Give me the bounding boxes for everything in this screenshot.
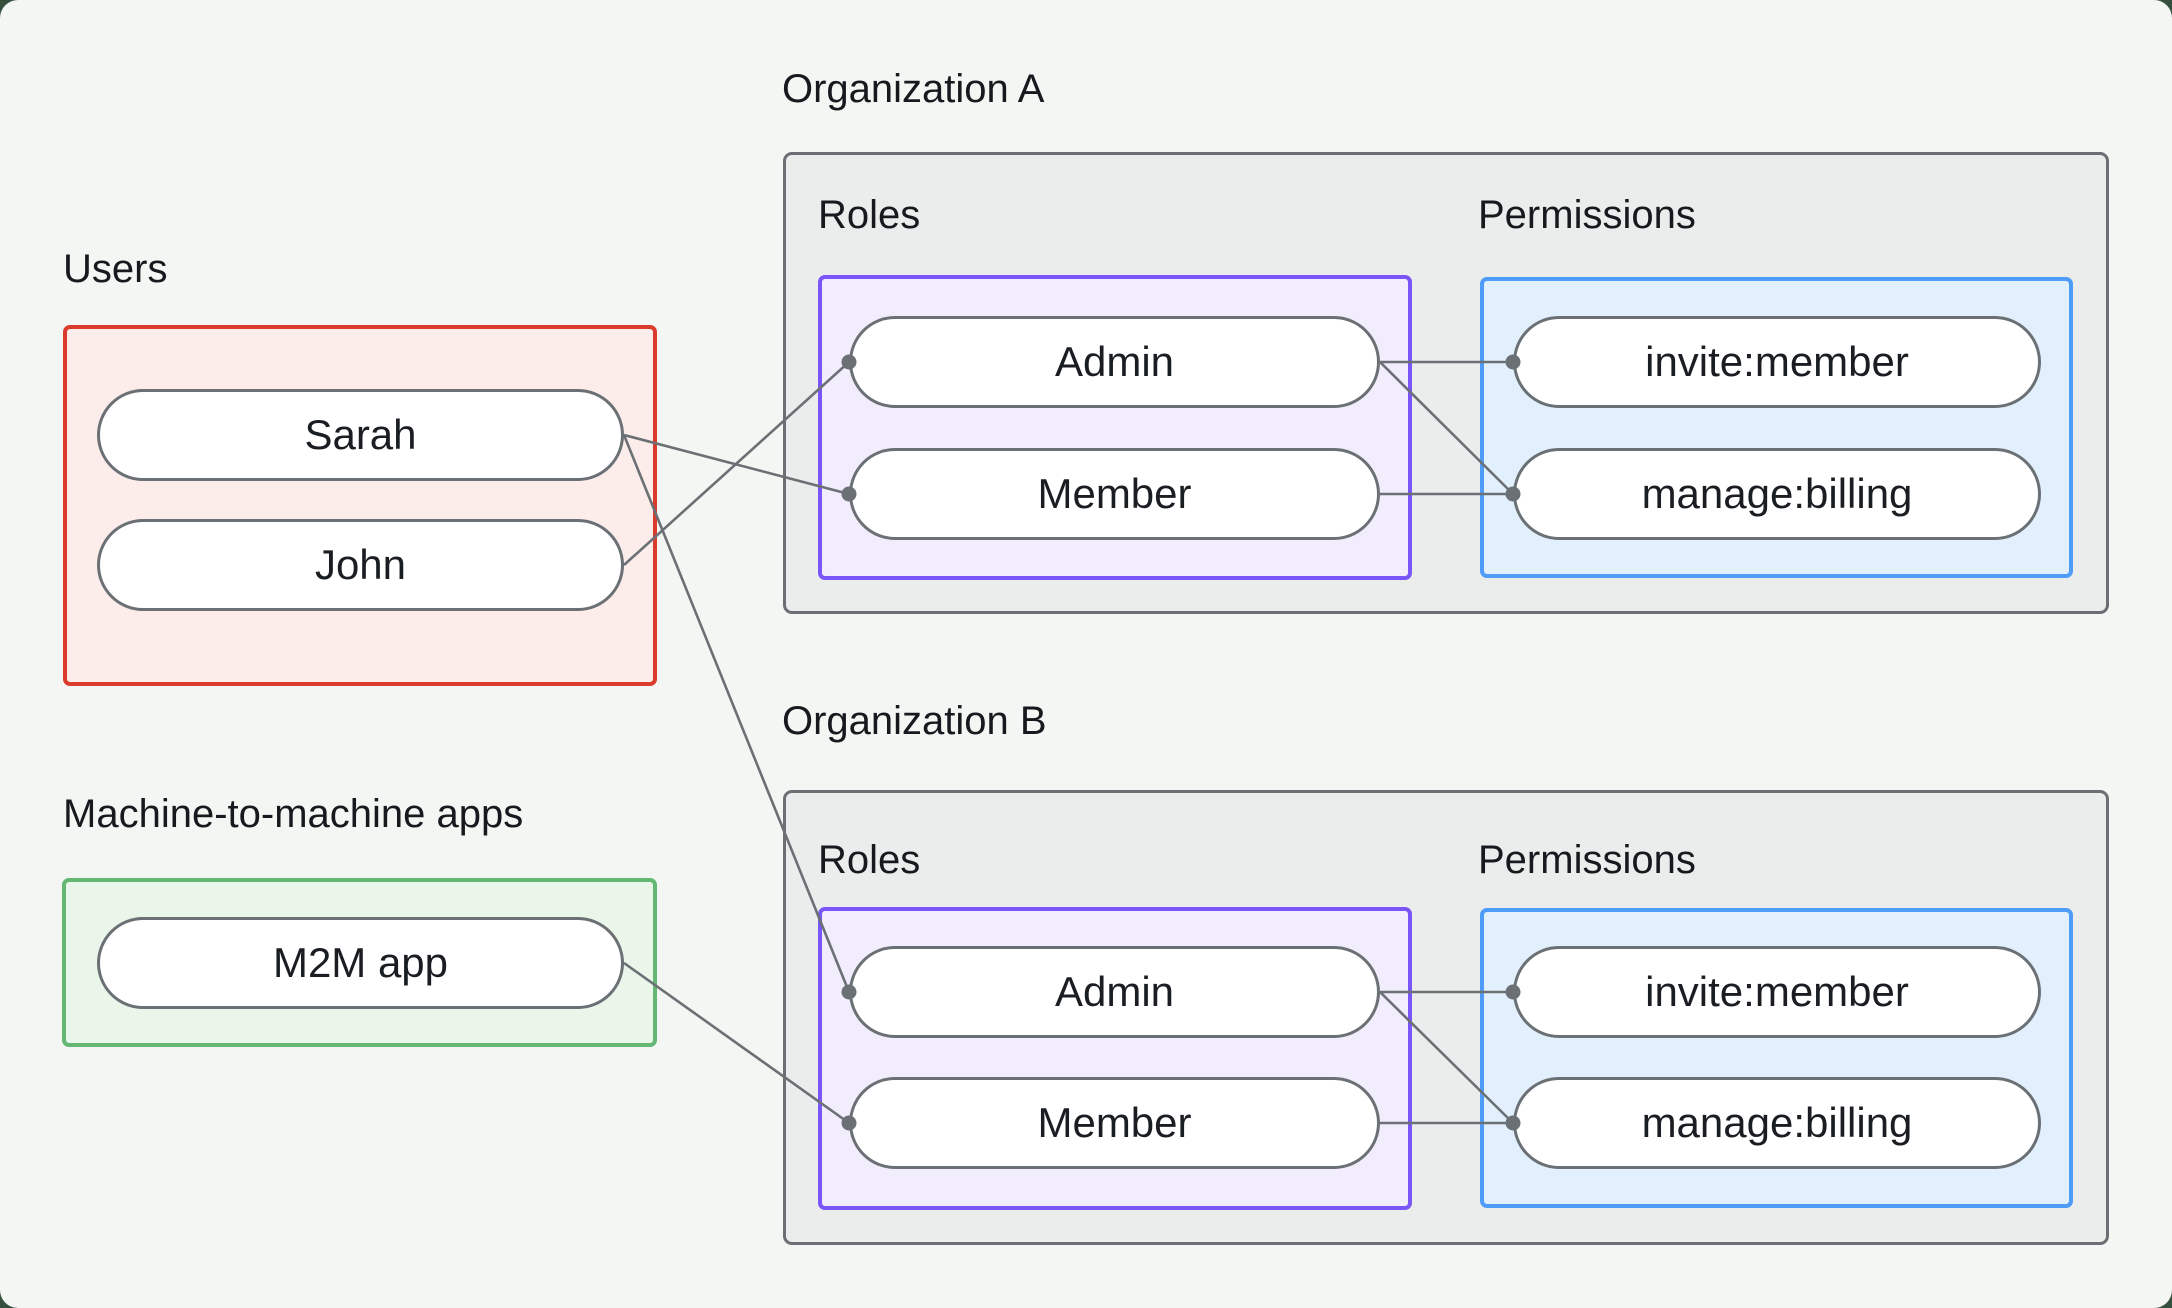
m2m-app-node-label: M2M app: [272, 939, 449, 986]
users-group-box: [63, 325, 657, 686]
org-a-role-admin-label: Admin: [1054, 338, 1175, 385]
user-node-john: John: [97, 519, 624, 611]
users-label: Users: [63, 247, 168, 291]
org-a-permission-manage-billing: manage:billing: [1513, 448, 2041, 540]
user-node-john-label: John: [314, 541, 407, 588]
org-a-role-member: Member: [849, 448, 1380, 540]
org-a-permissions-label: Permissions: [1478, 193, 1696, 237]
org-b-permission-invite-member-label: invite:member: [1645, 968, 1909, 1015]
user-node-sarah: Sarah: [97, 389, 624, 481]
org-b-permissions-label: Permissions: [1478, 838, 1696, 882]
org-b-permission-manage-billing: manage:billing: [1513, 1077, 2041, 1169]
org-b-role-member: Member: [849, 1077, 1380, 1169]
m2m-app-node: M2M app: [97, 917, 624, 1009]
org-b-role-admin-label: Admin: [1054, 968, 1175, 1015]
org-a-permission-invite-member: invite:member: [1513, 316, 2041, 408]
org-b-title: Organization B: [782, 699, 1047, 743]
user-node-sarah-label: Sarah: [304, 411, 417, 458]
org-a-permission-invite-member-label: invite:member: [1645, 338, 1909, 385]
org-a-permission-manage-billing-label: manage:billing: [1641, 470, 1913, 517]
org-b-permission-invite-member: invite:member: [1513, 946, 2041, 1038]
org-b-roles-label: Roles: [818, 838, 921, 882]
machine-apps-label: Machine-to-machine apps: [63, 792, 524, 836]
org-b-role-admin: Admin: [849, 946, 1380, 1038]
org-b-permission-manage-billing-label: manage:billing: [1641, 1099, 1913, 1146]
org-a-role-member-label: Member: [1037, 470, 1192, 517]
org-a-title: Organization A: [782, 67, 1045, 111]
org-a-roles-label: Roles: [818, 193, 921, 237]
org-a-role-admin: Admin: [849, 316, 1380, 408]
org-b-role-member-label: Member: [1037, 1099, 1192, 1146]
